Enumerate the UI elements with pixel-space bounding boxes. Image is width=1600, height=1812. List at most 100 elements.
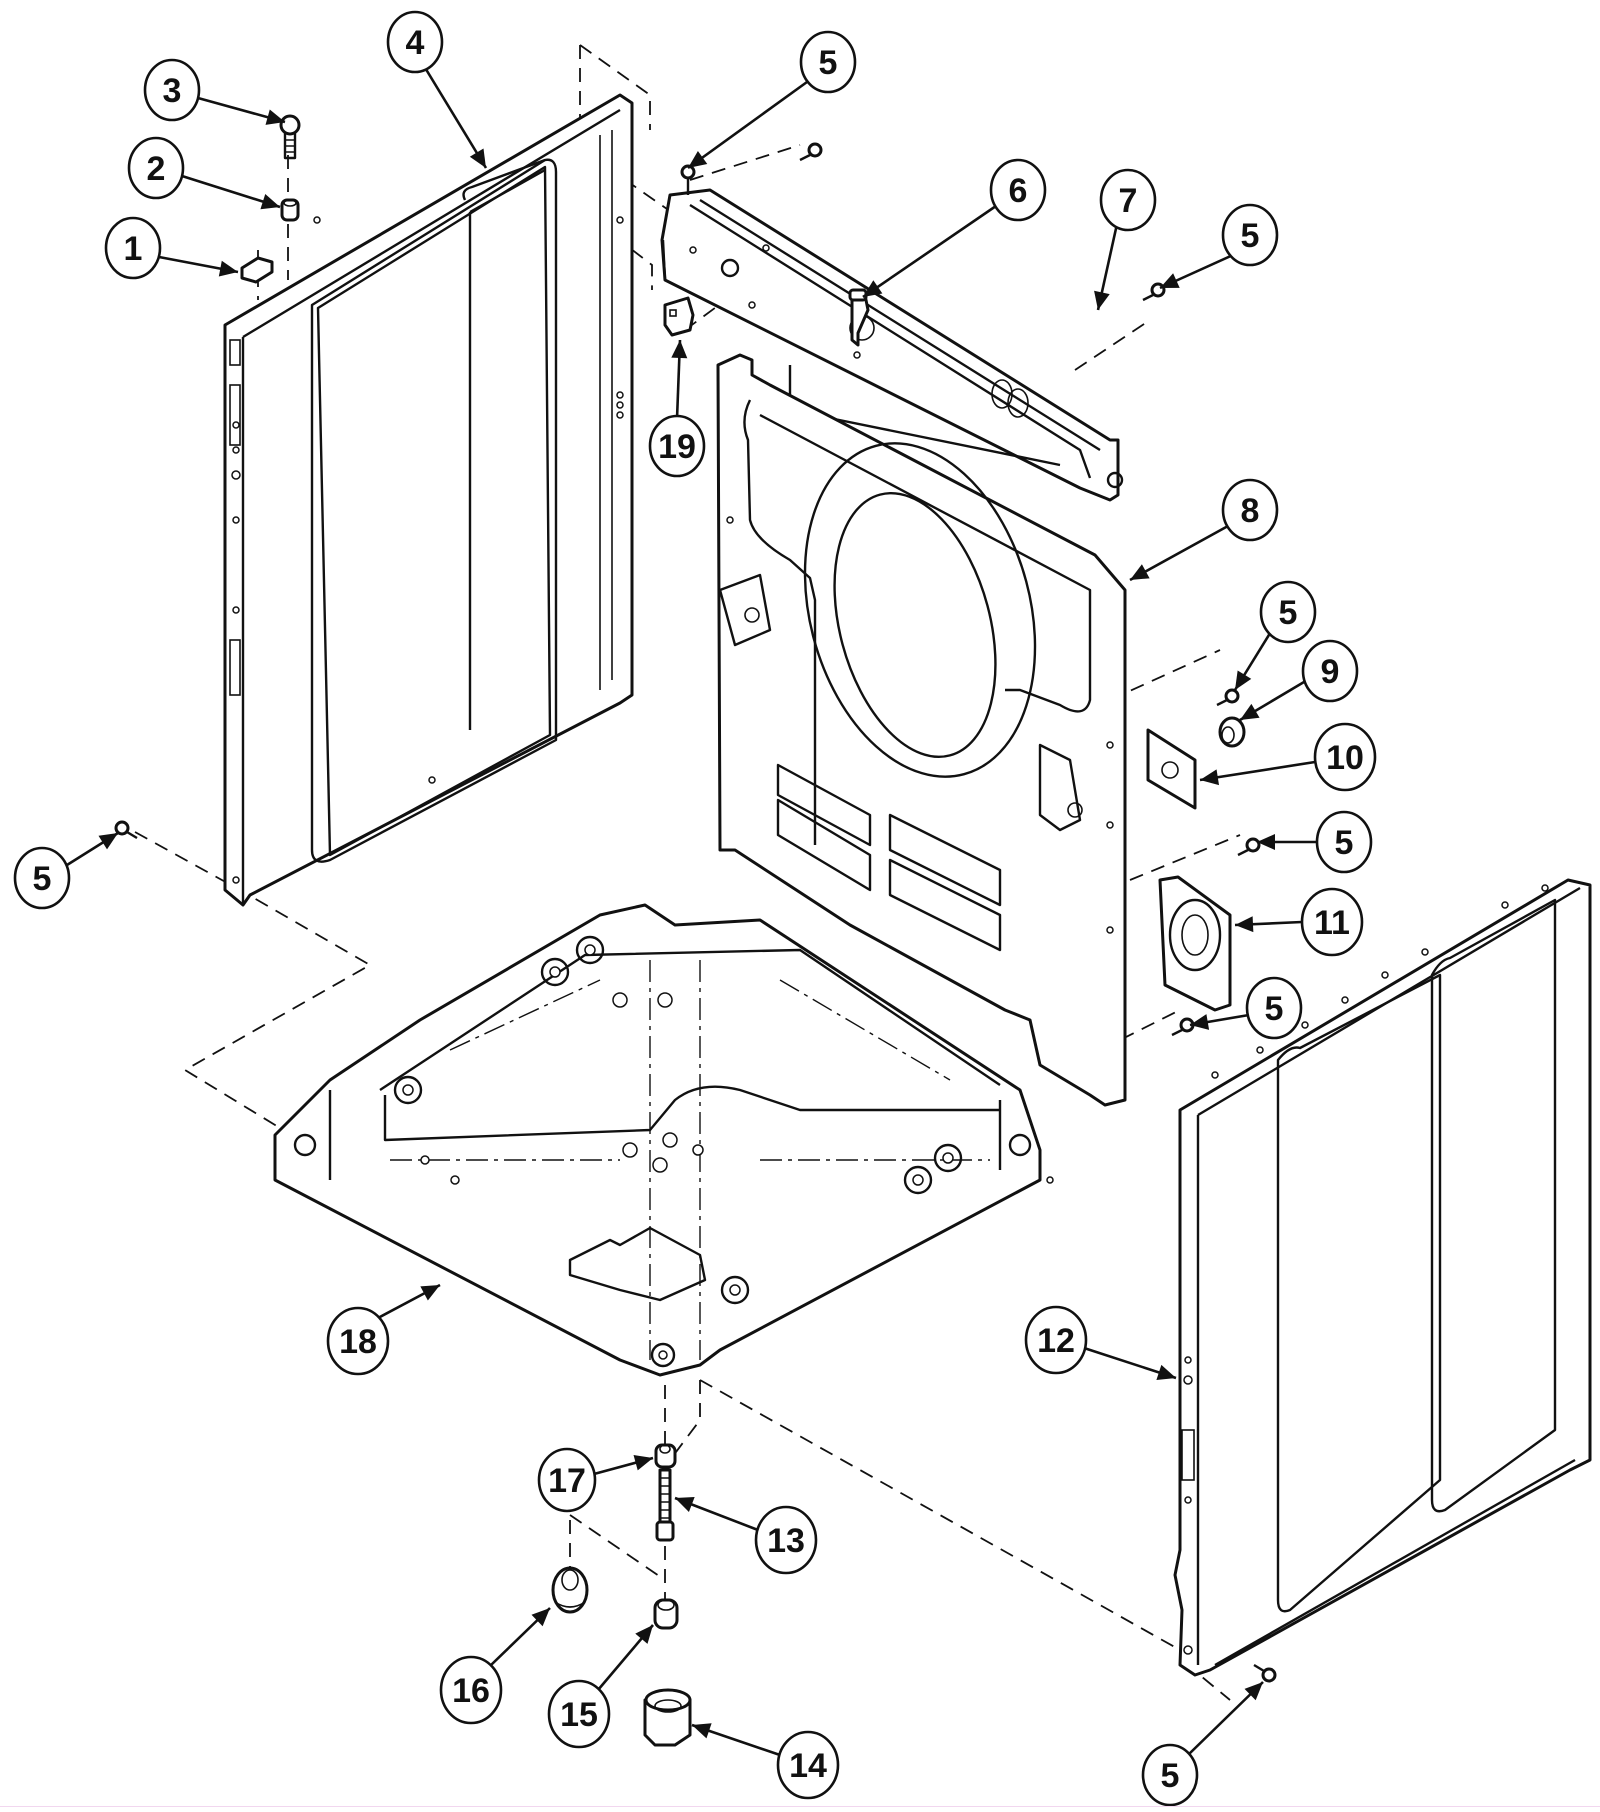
arrowhead-icon <box>635 1625 653 1644</box>
bracket-housing <box>1158 875 1232 1012</box>
callout-screw-left-panel[interactable]: 5 <box>13 831 119 910</box>
callout-number: 14 <box>789 1747 827 1785</box>
callout-spacer[interactable]: 2 <box>127 136 281 210</box>
right-side-panel <box>1173 878 1592 1677</box>
jam-nut <box>654 1443 677 1469</box>
arrowhead-icon <box>420 1285 440 1301</box>
part-3-screw <box>279 114 301 160</box>
callout-circle <box>989 158 1047 222</box>
screw-icon <box>114 820 138 840</box>
arrowhead-icon <box>1190 1014 1210 1030</box>
bushing <box>1218 716 1246 748</box>
callout-circle <box>1221 203 1279 267</box>
arrowhead-icon <box>1156 1364 1176 1381</box>
callout-circle <box>326 1306 390 1376</box>
arrowhead-icon <box>1200 769 1220 786</box>
callout-number: 11 <box>1314 904 1350 942</box>
arrowhead-icon <box>531 1608 550 1627</box>
callout-circle <box>1024 1305 1088 1375</box>
callout-circle <box>754 1505 818 1575</box>
callout-clip-connector[interactable]: 19 <box>648 339 706 478</box>
callout-number: 5 <box>819 44 838 82</box>
callout-pad[interactable]: 1 <box>104 216 239 280</box>
callout-jam-nut[interactable]: 17 <box>537 1447 654 1513</box>
arrowhead-icon <box>98 833 118 850</box>
collar <box>653 1598 679 1630</box>
callout-number: 1 <box>124 230 143 268</box>
callout-circle <box>1301 639 1359 703</box>
leg-bolt <box>655 1468 675 1542</box>
callout-screw-plate[interactable]: 5 <box>1233 580 1317 691</box>
callout-circle <box>127 136 185 200</box>
callout-collar[interactable]: 15 <box>547 1624 654 1749</box>
callout-rubber-foot[interactable]: 16 <box>439 1607 551 1725</box>
callout-screw-bracket-clip[interactable]: 5 <box>1159 203 1279 290</box>
callout-circle <box>799 30 857 94</box>
callout-screw-housing[interactable]: 5 <box>1257 810 1373 874</box>
callout-screw-brace-left[interactable]: 5 <box>687 30 857 170</box>
callout-number: 17 <box>548 1462 586 1500</box>
arrowhead-icon <box>218 260 238 277</box>
screw-icon <box>1253 1663 1277 1683</box>
callout-circle <box>537 1447 597 1513</box>
arrowhead-icon <box>265 109 285 125</box>
leader-line <box>1129 524 1229 582</box>
arrowhead-icon <box>633 1454 653 1471</box>
callout-number: 5 <box>1335 824 1354 862</box>
callout-number: 5 <box>33 860 52 898</box>
callout-bracket-housing[interactable]: 11 <box>1234 887 1364 957</box>
left-side-panel <box>223 93 634 907</box>
callout-number: 9 <box>1321 653 1340 691</box>
callout-circle <box>1221 478 1279 542</box>
arrowhead-icon <box>671 340 688 359</box>
arrowhead-icon <box>1235 670 1252 690</box>
callout-number: 5 <box>1161 1757 1180 1795</box>
callout-circle <box>1259 580 1317 644</box>
callout-number: 15 <box>560 1696 598 1734</box>
callout-number: 4 <box>406 24 425 62</box>
callout-bracket-clip[interactable]: 7 <box>1094 168 1157 311</box>
callout-circle <box>143 58 201 122</box>
leader-line <box>1199 760 1316 782</box>
callout-bushing[interactable]: 9 <box>1239 639 1359 722</box>
callout-circle <box>648 414 706 478</box>
callout-top-brace[interactable]: 6 <box>862 158 1047 299</box>
bottom-divider <box>0 1806 1600 1807</box>
callout-screw-top[interactable]: 3 <box>143 58 286 125</box>
top-rear-brace <box>660 188 1124 502</box>
callout-number: 13 <box>767 1522 805 1560</box>
callout-number: 16 <box>452 1672 490 1710</box>
part-2-spacer <box>280 198 300 222</box>
leader-line <box>862 204 997 299</box>
mounting-plate <box>1146 728 1197 810</box>
callout-screw-right-panel[interactable]: 5 <box>1141 1681 1264 1807</box>
callout-number: 5 <box>1279 594 1298 632</box>
mounting-grommets <box>293 935 1032 1368</box>
callout-number: 10 <box>1326 739 1364 777</box>
callout-base-frame[interactable]: 18 <box>326 1283 441 1376</box>
callout-leveling-foot[interactable]: 14 <box>691 1723 840 1800</box>
callout-circle <box>1315 810 1373 874</box>
callout-screw-lower-rear[interactable]: 5 <box>1189 976 1303 1040</box>
callout-mounting-plate[interactable]: 10 <box>1199 722 1377 792</box>
screw-icon <box>680 164 696 195</box>
callout-right-panel[interactable]: 12 <box>1024 1305 1177 1381</box>
callout-circle <box>1313 722 1377 792</box>
arrowhead-icon <box>1235 916 1254 933</box>
callout-left-panel[interactable]: 4 <box>386 10 488 169</box>
bracket-clip <box>848 288 870 347</box>
rear-panel <box>716 353 1127 1107</box>
callout-leg-bolt[interactable]: 13 <box>674 1496 818 1575</box>
arrowhead-icon <box>469 148 486 168</box>
callout-number: 7 <box>1119 182 1138 220</box>
callout-number: 6 <box>1009 172 1028 210</box>
arrowhead-icon <box>675 1497 695 1512</box>
callout-number: 18 <box>339 1323 377 1361</box>
part-1-pad <box>240 256 274 284</box>
callout-number: 5 <box>1241 217 1260 255</box>
callout-rear-panel[interactable]: 8 <box>1129 478 1279 582</box>
callout-circle <box>1141 1743 1199 1807</box>
screw-icon <box>1142 282 1166 302</box>
